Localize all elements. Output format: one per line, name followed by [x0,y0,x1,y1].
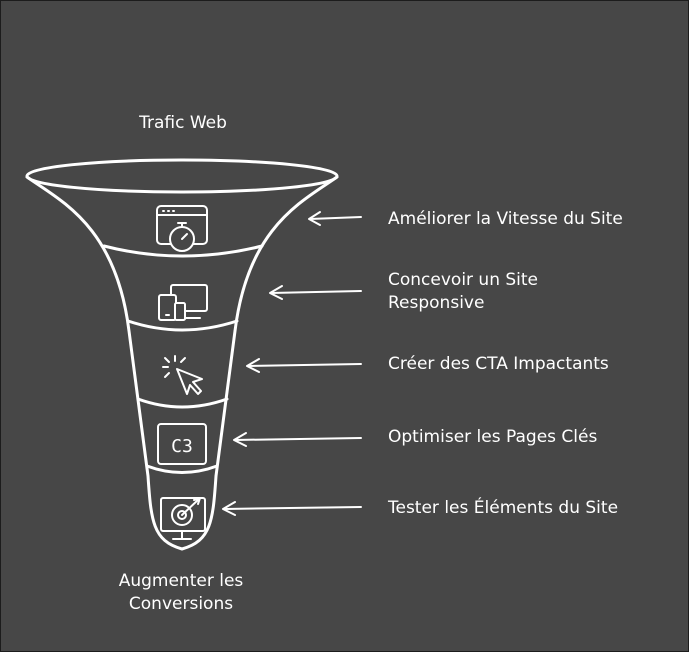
funnel-divider-4 [145,464,219,474]
devices-icon [158,284,208,321]
funnel-divider-1 [102,244,264,258]
funnel-divider-2 [126,319,239,332]
arrow-stage-4 [233,432,362,447]
browser-stopwatch-icon [156,205,208,252]
funnel-bottom-label-line-2: Conversions [128,594,234,614]
stage-4-label: Optimiser les Pages Clés [388,427,598,447]
funnel-divider-3 [136,397,229,409]
c3-icon-text: C3 [171,436,193,457]
click-cursor-icon [162,355,203,395]
funnel-rim [25,158,339,194]
funnel-bottom-label-line-1: Augmenter les [118,571,244,591]
funnel-top-label: Trafic Web [139,113,227,133]
monitor-target-icon [160,497,206,540]
funnel-outline [25,175,339,551]
stage-5-label: Tester les Éléments du Site [388,498,619,518]
stage-2-label-line-1: Concevoir un Site [388,270,539,290]
arrow-stage-2 [269,285,362,300]
stage-2-label-line-2: Responsive [388,293,485,313]
c3-icon [157,423,207,465]
arrow-stage-1 [308,211,362,226]
arrow-stage-3 [246,358,362,373]
stage-3-label: Créer des CTA Impactants [388,354,609,374]
stage-1-label: Améliorer la Vitesse du Site [388,209,623,229]
arrow-stage-5 [222,501,362,516]
